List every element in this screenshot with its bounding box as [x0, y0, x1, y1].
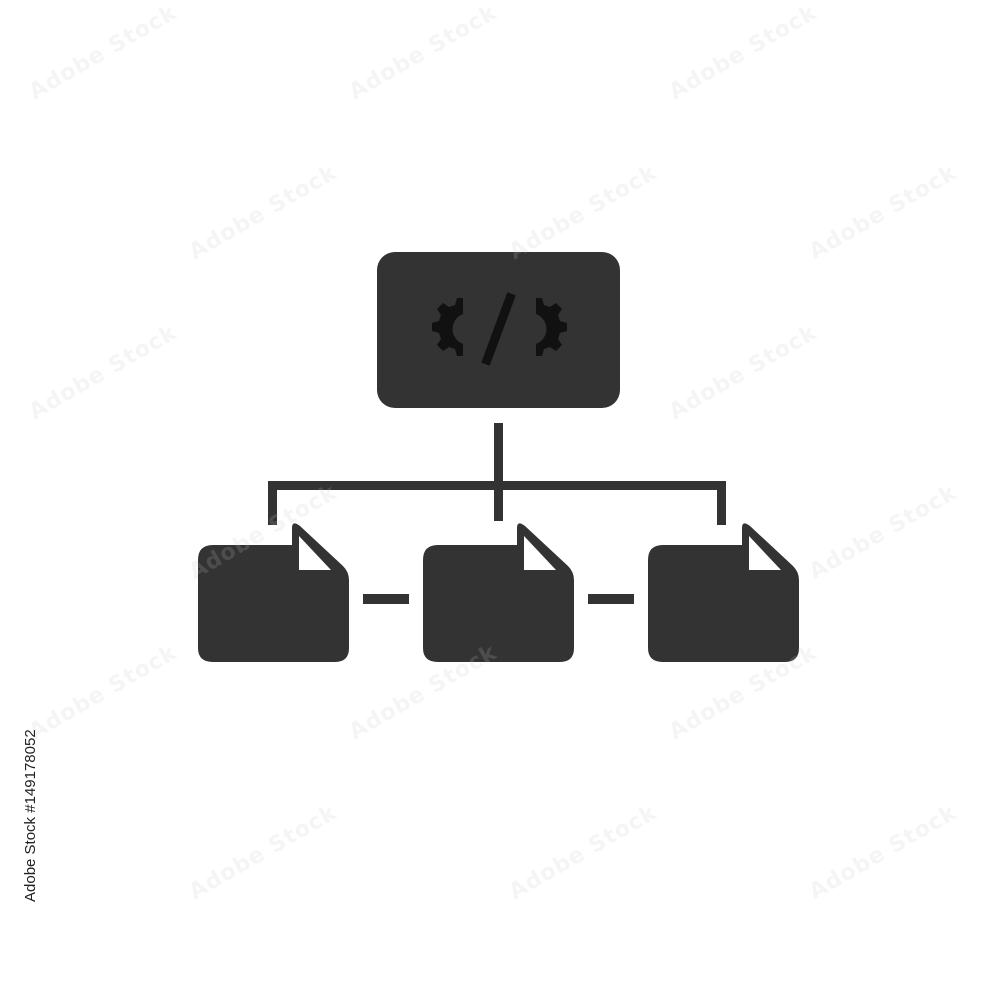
horizontal-branch	[268, 481, 726, 490]
link-center-right	[588, 594, 634, 604]
document-node-3	[648, 523, 799, 662]
stock-brand: Adobe Stock	[22, 816, 39, 902]
document-node-2	[423, 523, 574, 662]
document-icon	[648, 523, 799, 662]
document-node-1	[198, 523, 349, 662]
code-gear-icon	[432, 292, 567, 366]
trunk-line	[494, 423, 503, 521]
stock-number: #149178052	[22, 729, 39, 813]
link-left-center	[363, 594, 409, 604]
root-code-node	[377, 252, 620, 408]
tree-connectors	[268, 423, 726, 604]
document-icon	[423, 523, 574, 662]
branch-left	[268, 481, 277, 525]
stock-id-label: Adobe Stock #149178052	[22, 729, 39, 902]
document-icon	[198, 523, 349, 662]
branch-right	[717, 481, 726, 525]
